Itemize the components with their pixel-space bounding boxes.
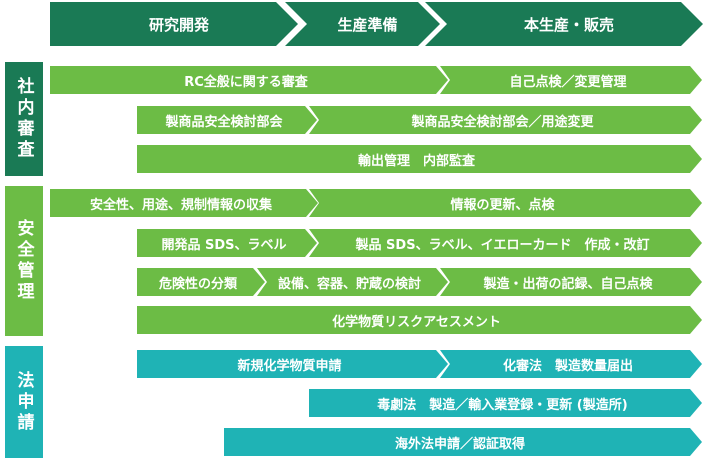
section-label-internal-review: 社内審査: [5, 62, 43, 176]
section-label-safety-management: 安全管理: [5, 186, 43, 336]
phase-production-prep: 生産準備: [285, 2, 440, 46]
bar-info-update: 情報の更新、点検: [309, 189, 702, 217]
bar-product-sds-label: 製品 SDS、ラベル、イエローカード 作成・改訂: [309, 229, 702, 257]
phase-label: 生産準備: [337, 15, 398, 34]
phase-research-development: 研究開発: [50, 2, 298, 46]
bar-manufacturing-records: 製造・出荷の記録、自己点検: [440, 268, 702, 296]
bar-chemical-substances-act: 化審法 製造数量届出: [440, 350, 702, 378]
bar-new-chemical: 新規化学物質申請: [137, 350, 448, 378]
bar-product-safety-committee: 製商品安全検討部会: [137, 106, 317, 134]
phase-label: 研究開発: [148, 15, 209, 34]
bar-export-audit: 輸出管理 内部監査: [137, 145, 702, 173]
bar-self-inspection: 自己点検／変更管理: [440, 66, 702, 94]
bar-hazard-classification: 危険性の分類: [137, 268, 265, 296]
bar-rc-review: RC全般に関する審査: [50, 66, 448, 94]
bar-info-collection: 安全性、用途、規制情報の収集: [50, 189, 318, 217]
bar-product-safety-committee-use-change: 製商品安全検討部会／用途変更: [309, 106, 702, 134]
bar-risk-assessment: 化学物質リスクアセスメント: [137, 306, 702, 334]
bar-dev-sds-label: 開発品 SDS、ラベル: [137, 229, 317, 257]
bar-poisonous-substances-act: 毒劇法 製造／輸入業登録・更新 (製造所): [309, 389, 702, 417]
section-label-legal-applications: 法申請: [5, 346, 43, 458]
phase-label: 本生産・販売: [523, 15, 614, 34]
bar-equipment-review: 設備、容器、貯蔵の検討: [257, 268, 448, 296]
phase-mass-production-sales: 本生産・販売: [425, 2, 703, 46]
bar-overseas-certification: 海外法申請／認証取得: [224, 428, 702, 456]
